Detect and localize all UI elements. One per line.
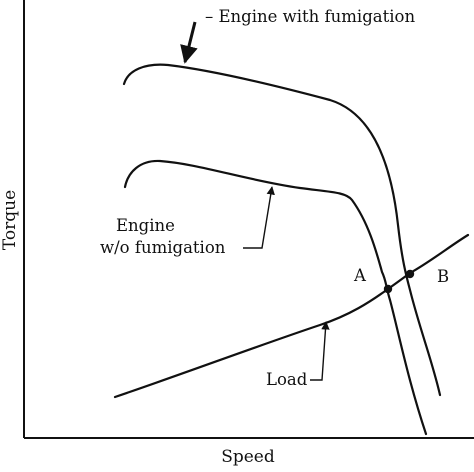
engine-with-fumigation-label: – Engine with fumigation bbox=[205, 7, 415, 26]
engine-with-fumigation-curve bbox=[122, 63, 442, 397]
point-a-label: A bbox=[353, 266, 367, 285]
engine-with-fumigation-arrow bbox=[180, 21, 198, 64]
load-leader bbox=[310, 321, 330, 381]
engine-without-fumigation-label-line1: Engine bbox=[116, 216, 175, 235]
load-label: Load bbox=[266, 370, 308, 389]
engine-without-fumigation-label-line2: w/o fumigation bbox=[100, 238, 226, 257]
load-curve bbox=[113, 233, 470, 399]
engine-without-fumigation-curve bbox=[123, 159, 428, 436]
point-a-marker bbox=[383, 284, 393, 294]
point-b-label: B bbox=[437, 267, 449, 286]
engine-without-fumigation-leader bbox=[243, 186, 275, 249]
y-axis-label: Torque bbox=[0, 190, 20, 250]
point-b-marker bbox=[405, 269, 415, 279]
x-axis-label: Speed bbox=[221, 447, 275, 467]
